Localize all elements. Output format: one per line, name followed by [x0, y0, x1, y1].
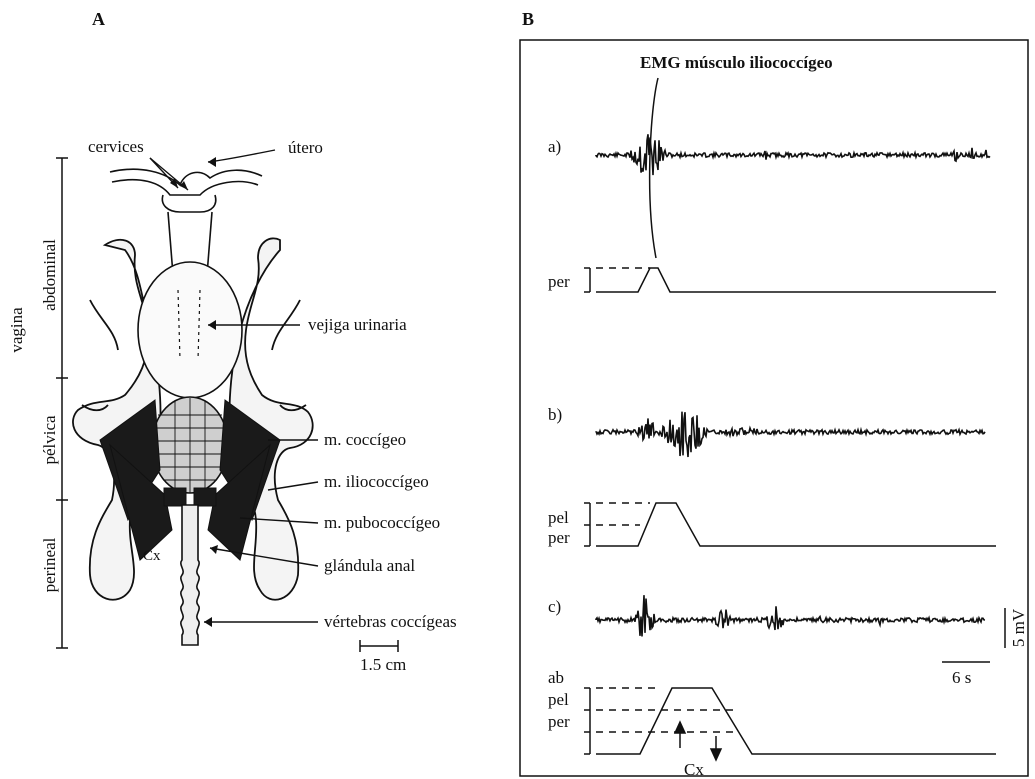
- emg-trace-a: [596, 78, 990, 258]
- vertebrae: [181, 505, 199, 645]
- pubococcigeo-label: m. pubococcígeo: [324, 513, 440, 532]
- glandula-label: glándula anal: [324, 556, 415, 575]
- abdominal-label: abdominal: [40, 239, 59, 311]
- trace-c-label: c): [548, 597, 561, 616]
- vejiga-label: vejiga urinaria: [308, 315, 407, 334]
- emg-signal: [596, 412, 985, 457]
- bladder-shape: [138, 262, 242, 398]
- trace-a-label: a): [548, 137, 561, 156]
- emg-signal: [596, 595, 985, 636]
- scale-voltage-label: 5 mV: [1009, 608, 1028, 647]
- level-b-pel: pel: [548, 508, 569, 527]
- cx-label-b: Cx: [684, 760, 704, 779]
- stimulus-c: [584, 688, 996, 754]
- vertebras-label: vértebras coccígeas: [324, 612, 457, 631]
- vagina-label: vagina: [7, 307, 26, 353]
- level-a-per: per: [548, 272, 570, 291]
- panel-b-frame: [520, 40, 1028, 776]
- panel-a-letter: A: [92, 9, 105, 29]
- pelvica-label: pélvica: [40, 415, 59, 465]
- panel-a: A vagina abdominal pélvica perineal: [7, 9, 457, 674]
- level-c-pel: pel: [548, 690, 569, 709]
- stimulus-a: [584, 268, 996, 292]
- level-c-ab: ab: [548, 668, 564, 687]
- stimulus-b: [584, 503, 996, 546]
- trace-b-label: b): [548, 405, 562, 424]
- cx-label-a: Cx: [143, 548, 161, 564]
- utero-label: útero: [288, 138, 323, 157]
- emg-signal: [596, 134, 990, 175]
- scale-bar-a-label: 1.5 cm: [360, 655, 406, 674]
- panel-b-letter: B: [522, 9, 534, 29]
- scale-time-label: 6 s: [952, 668, 971, 687]
- cx-arrows: [675, 722, 721, 760]
- scale-bar-a: [360, 640, 398, 652]
- level-c-per: per: [548, 712, 570, 731]
- panel-b-title: EMG músculo iliococcígeo: [640, 53, 833, 72]
- emg-trace-b: [596, 412, 985, 457]
- iliococcigeo-label: m. iliococcígeo: [324, 472, 429, 491]
- emg-trace-c: [596, 595, 985, 636]
- cervices-label: cervices: [88, 137, 144, 156]
- panel-b: B EMG músculo iliococcígeo a) b) c) per: [520, 9, 1028, 779]
- coccigeo-label: m. coccígeo: [324, 430, 406, 449]
- perineal-label: perineal: [40, 537, 59, 592]
- level-b-per: per: [548, 528, 570, 547]
